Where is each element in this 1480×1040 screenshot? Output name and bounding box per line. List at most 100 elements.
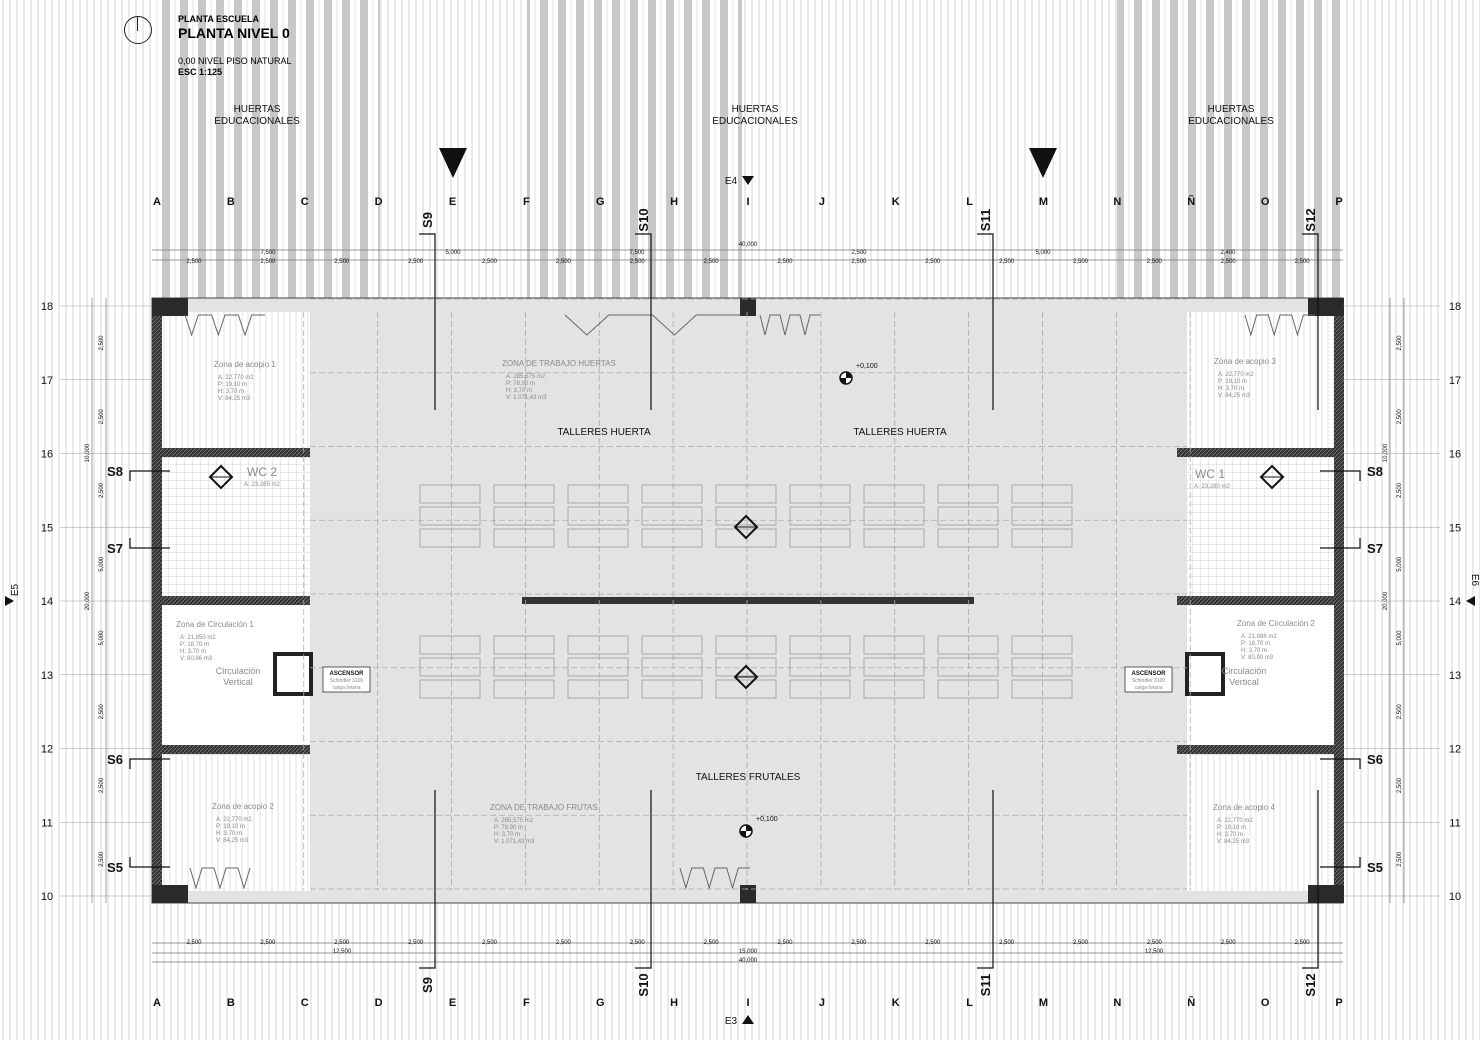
dimension-text: 2,500 xyxy=(1397,777,1403,793)
section-line xyxy=(419,790,436,969)
section-label: S11 xyxy=(978,974,993,996)
dimension-text: 2,500 xyxy=(1295,259,1311,265)
workbench xyxy=(641,528,703,548)
garden-label: HUERTAS xyxy=(1208,104,1255,115)
scale-note: ESC 1:125 xyxy=(178,67,223,77)
room-acopio-4-name: Zona de acopio 4 xyxy=(1213,803,1275,812)
room-acopio-3-name: Zona de acopio 3 xyxy=(1214,357,1276,366)
dimension-text: 2,500 xyxy=(999,940,1015,946)
workbench xyxy=(567,506,629,526)
room-trabajo-huertas-stat: V: 1.071,43 m3 xyxy=(506,395,547,401)
grid-column-label: P xyxy=(1335,997,1342,1009)
level-mark-text: +0,100 xyxy=(756,816,778,823)
dimension-text: 2,500 xyxy=(556,940,572,946)
dimension-text: 2,500 xyxy=(99,335,105,351)
dimension-text: 2,500 xyxy=(99,704,105,720)
section-label: S11 xyxy=(978,209,993,231)
workbench xyxy=(715,484,777,504)
dimension-text: 2,500 xyxy=(260,259,276,265)
section-label: S12 xyxy=(1303,973,1318,996)
section-label: S7 xyxy=(1367,541,1383,556)
section-line xyxy=(1302,790,1319,969)
dimension-text: 2,500 xyxy=(186,259,202,265)
partition-wall xyxy=(1177,745,1344,754)
workbench xyxy=(493,679,555,699)
dimension-text: 12,500 xyxy=(1145,949,1164,955)
dimension-text: 2,500 xyxy=(704,940,720,946)
room-trabajo-frutas-stat: V: 1.071,43 m3 xyxy=(494,839,535,845)
grid-column-label: M xyxy=(1039,196,1048,208)
workbench xyxy=(789,484,851,504)
section-label: S8 xyxy=(1367,464,1383,479)
dimension-text: 7,500 xyxy=(629,250,645,256)
section-line xyxy=(1320,758,1361,769)
room-trabajo-frutas-stat: A: 285,575 m2 xyxy=(494,818,534,824)
grid-column-label: L xyxy=(966,196,973,208)
dimension-text: 2,500 xyxy=(1147,259,1163,265)
wc-room xyxy=(162,458,310,596)
dimension-text: 2,500 xyxy=(1073,259,1089,265)
grid-column-label: B xyxy=(227,997,235,1009)
dimension-text: 2,500 xyxy=(1397,704,1403,720)
dimension-text: 2,500 xyxy=(99,777,105,793)
dimension-text: 2,500 xyxy=(925,259,941,265)
section-line xyxy=(1302,233,1319,410)
workbench xyxy=(863,506,925,526)
grid-column-label: E xyxy=(449,997,456,1009)
vertical-circulation-label: Circulación xyxy=(1222,666,1267,676)
exterior-wall xyxy=(152,298,162,903)
dimension-text: 2,400 xyxy=(1220,250,1236,256)
workbench xyxy=(641,679,703,699)
grid-column-label: I xyxy=(746,196,749,208)
room-acopio-2-name: Zona de acopio 2 xyxy=(212,802,274,811)
dimension-text: 2,500 xyxy=(777,940,793,946)
room-acopio-3-stat: A: 22,770 m2 xyxy=(1218,372,1254,378)
elevation-arrow-icon xyxy=(742,176,754,185)
workbench xyxy=(715,528,777,548)
grid-row-label: 10 xyxy=(1449,891,1461,903)
grid-column-label: A xyxy=(153,997,161,1009)
view-direction-arrow-icon xyxy=(439,148,467,178)
column xyxy=(152,885,188,903)
dimension-text: 2,500 xyxy=(99,409,105,425)
north-arrow-icon xyxy=(124,16,152,44)
grid-column-label: J xyxy=(819,196,825,208)
workshop-label: TALLERES HUERTA xyxy=(853,427,947,438)
section-line xyxy=(635,790,652,969)
workbench xyxy=(1011,635,1073,655)
dimension-text: 2,500 xyxy=(99,482,105,498)
workbench xyxy=(567,484,629,504)
elevator-shaft xyxy=(273,652,313,696)
grid-row-label: 17 xyxy=(1449,375,1461,387)
project-name: PLANTA ESCUELA xyxy=(178,14,259,24)
level-mark-icon xyxy=(840,372,852,384)
grid-column-label: G xyxy=(596,196,605,208)
room-circulacion-2-stat: P: 18,70 m xyxy=(1241,641,1270,647)
section-label: S8 xyxy=(107,464,123,479)
dimension-text: 2,500 xyxy=(1295,940,1311,946)
section-detail-marker-icon xyxy=(733,664,759,690)
dimension-text: 5,000 xyxy=(99,556,105,572)
grid-row-label: 11 xyxy=(41,817,52,829)
garden-label: EDUCACIONALES xyxy=(1188,116,1274,127)
vertical-circulation-label: Vertical xyxy=(223,677,253,687)
folding-door xyxy=(184,314,265,337)
section-line xyxy=(635,233,652,410)
wc-room xyxy=(1187,458,1334,596)
dimension-text: 2,500 xyxy=(851,940,867,946)
workbench xyxy=(641,657,703,677)
room-circulacion-2-stat: V: 80,90 m3 xyxy=(1241,655,1274,661)
dimension-text: 2,500 xyxy=(999,259,1015,265)
folding-door xyxy=(759,314,820,336)
grid-row-label: 17 xyxy=(41,375,53,387)
workbench xyxy=(641,635,703,655)
workbench xyxy=(1011,528,1073,548)
workbench xyxy=(493,635,555,655)
grid-column-label: I xyxy=(746,997,749,1009)
grid-column-label: O xyxy=(1261,196,1270,208)
elevation-label-top: E4 xyxy=(725,176,738,187)
workbench xyxy=(567,679,629,699)
elevator-shaft xyxy=(1185,652,1225,696)
